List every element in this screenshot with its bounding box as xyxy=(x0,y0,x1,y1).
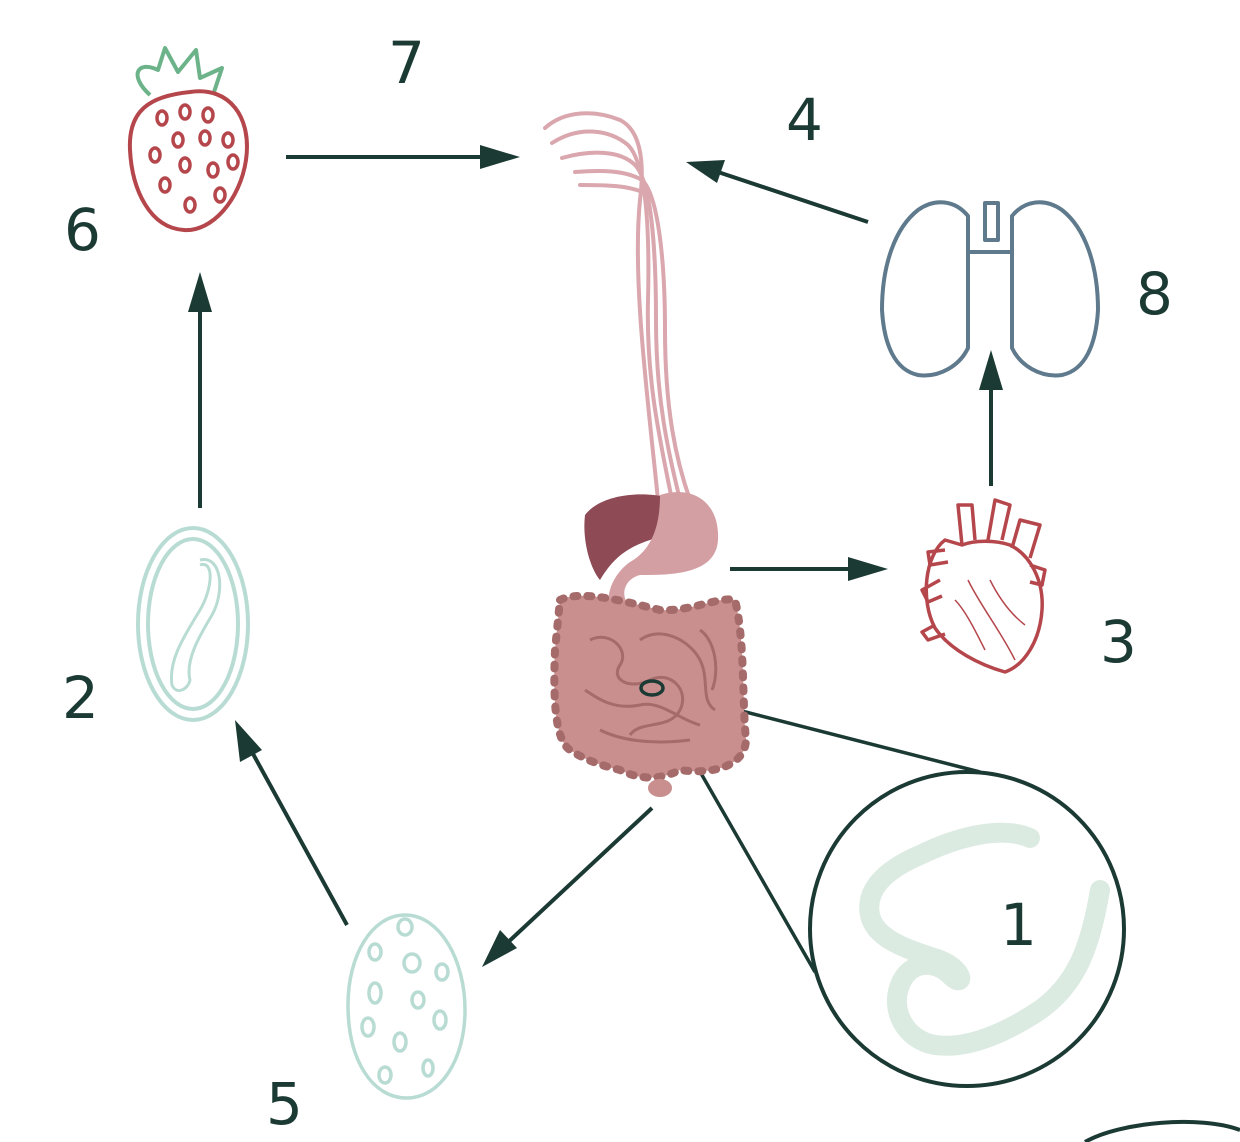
worm-icon xyxy=(859,822,1110,1056)
label-stage-1: 1 xyxy=(1000,891,1037,959)
label-stage-5: 5 xyxy=(266,1070,303,1138)
colon-shape xyxy=(550,591,751,782)
label-stage-8: 8 xyxy=(1136,260,1173,328)
label-stage-4: 4 xyxy=(786,86,823,154)
arrowhead-icon xyxy=(188,272,212,312)
heart-icon xyxy=(920,498,1047,674)
lungs-icon xyxy=(880,200,1100,378)
label-stage-6: 6 xyxy=(64,196,101,264)
label-stage-3: 3 xyxy=(1100,608,1137,676)
arrowhead-icon xyxy=(848,557,888,581)
zoom-origin-ring xyxy=(639,679,665,697)
digestive-system-icon xyxy=(543,111,751,797)
liver-shape xyxy=(584,494,675,580)
egg-icon xyxy=(346,913,467,1100)
larvated-egg-icon xyxy=(136,526,250,722)
strawberry-icon xyxy=(127,46,249,233)
partial-circle xyxy=(1084,1119,1240,1142)
stomach-shape xyxy=(608,492,728,630)
arrowhead-icon xyxy=(482,930,517,967)
arrowhead-icon xyxy=(480,145,520,169)
arrowhead-icon xyxy=(686,160,725,183)
arrowhead-icon xyxy=(979,350,1003,390)
magnified-worm-circle xyxy=(808,770,1126,1088)
arrow-egg-to-larvated-egg xyxy=(250,751,349,926)
arrows xyxy=(188,145,1003,973)
label-stage-2: 2 xyxy=(62,664,99,732)
arrow-lungs-to-esophagus xyxy=(711,168,869,224)
label-stage-7: 7 xyxy=(388,29,425,97)
arrow-gut-to-egg xyxy=(503,806,654,947)
arrowhead-icon xyxy=(235,720,262,762)
